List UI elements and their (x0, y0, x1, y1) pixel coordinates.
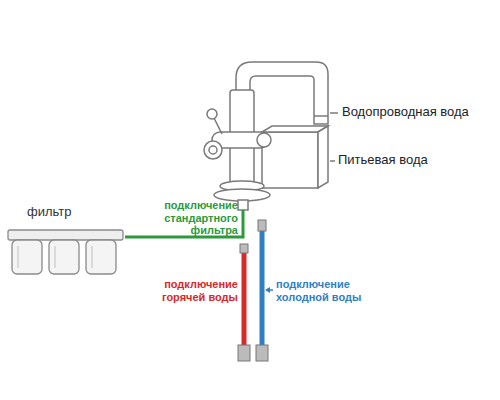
cold-water-label: подключение холодной воды (276, 278, 376, 303)
callout-label: Водопроводная вода (342, 105, 469, 120)
filter-unit (8, 230, 123, 274)
faucet (204, 62, 338, 210)
hot-water-label: подключение горячей воды (128, 278, 238, 303)
callout-label: Питьевая вода (338, 153, 428, 168)
water-hoses (238, 220, 273, 361)
faucet-node: Водопроводная водаПитьевая вода (200, 60, 485, 210)
housing-box (262, 126, 328, 188)
filter-label: фильтр (27, 205, 71, 220)
connection-label: подключение стандартного фильтра (126, 199, 238, 237)
filter-node: фильтр (5, 202, 125, 280)
